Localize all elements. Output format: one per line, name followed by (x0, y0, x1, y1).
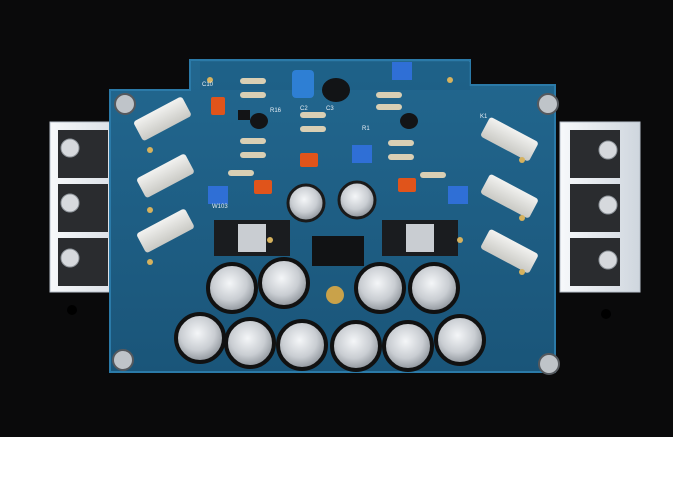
pin-header (312, 236, 364, 266)
mounting-screws (112, 93, 560, 375)
solder-pads (147, 77, 525, 275)
transistor-top (322, 78, 350, 102)
svg-text:W103: W103 (212, 204, 228, 210)
bottom-white-area (0, 437, 673, 502)
small-resistors (228, 78, 446, 178)
chassis-hole-left (67, 305, 77, 315)
trimmer-potentiometers (208, 145, 468, 204)
trimmer-top (392, 62, 412, 80)
svg-text:K1: K1 (480, 114, 488, 120)
svg-text:C3: C3 (326, 106, 334, 112)
filter-capacitors (174, 257, 486, 372)
circuit-board-photo: W103 R16 C10 R1 C3 C2 K1 (0, 0, 673, 437)
svg-text:R16: R16 (270, 108, 282, 114)
chassis-hole-right (601, 309, 611, 319)
film-capacitor (292, 70, 314, 98)
driver-transistors (214, 220, 458, 256)
small-transistors (238, 110, 418, 129)
svg-text:R1: R1 (362, 126, 370, 132)
svg-text:C10: C10 (202, 82, 214, 88)
gold-via (326, 286, 344, 304)
svg-text:C2: C2 (300, 106, 308, 112)
power-resistors-left (134, 97, 194, 253)
orange-capacitors (211, 97, 416, 194)
silkscreen-labels: W103 R16 C10 R1 C3 C2 K1 (202, 82, 488, 210)
pcb-illustration: W103 R16 C10 R1 C3 C2 K1 (49, 59, 641, 375)
heatsink-right (559, 121, 641, 293)
power-resistors-right (481, 117, 538, 273)
small-electrolytic-capacitors (286, 180, 377, 223)
